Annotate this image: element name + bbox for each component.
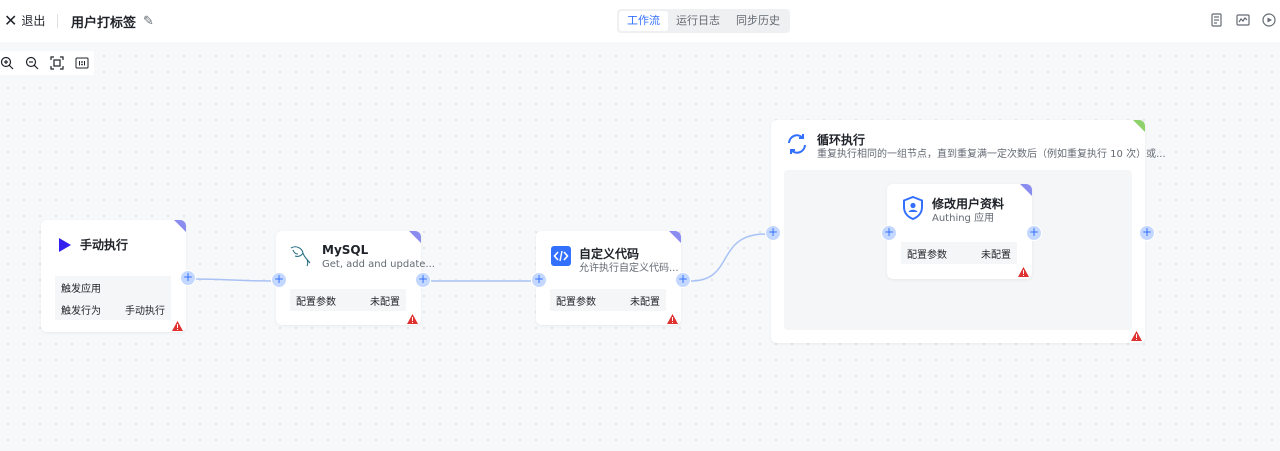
add-node-button[interactable]: + (1026, 225, 1042, 241)
zoom-toolbar (0, 51, 94, 75)
node-corner-mark (1133, 120, 1145, 132)
node-subtitle: Get, add and update... (322, 259, 435, 270)
toolbar-right (1210, 13, 1276, 27)
monitor-icon[interactable] (1236, 13, 1250, 27)
node-subtitle: Authing 应用 (932, 213, 995, 224)
fit-view-icon[interactable] (50, 56, 64, 70)
warning-icon (1131, 331, 1142, 341)
input-port-button[interactable]: + (765, 225, 781, 241)
param-row[interactable]: 配置参数 未配置 (550, 289, 666, 311)
close-icon: ✕ (4, 10, 18, 30)
node-corner-mark (409, 231, 421, 243)
warning-icon (172, 321, 183, 331)
exit-label: 退出 (21, 14, 46, 28)
trigger-node[interactable]: 手动执行 触发应用 触发行为 手动执行 (41, 220, 186, 332)
add-node-button[interactable]: + (415, 272, 431, 288)
param-label: 触发行为 (61, 305, 101, 317)
add-node-button[interactable]: + (675, 272, 691, 288)
play-circle-icon[interactable] (1262, 13, 1276, 27)
param-row[interactable]: 配置参数 未配置 (290, 289, 406, 311)
param-value: 未配置 (370, 296, 400, 308)
document-icon[interactable] (1210, 13, 1224, 27)
workflow-title: 用户打标签 (71, 16, 137, 31)
node-title: 自定义代码 (579, 247, 640, 261)
input-port-button[interactable]: + (881, 225, 897, 241)
node-corner-mark (174, 220, 186, 232)
view-tabs: 工作流 运行日志 同步历史 (617, 9, 790, 33)
node-corner-mark (1020, 184, 1032, 196)
param-label: 配置参数 (907, 249, 947, 261)
param-label: 配置参数 (296, 296, 336, 308)
tab-sync-history[interactable]: 同步历史 (736, 14, 780, 27)
edge-code-loop (690, 233, 767, 282)
node-title: 循环执行 (817, 133, 866, 147)
shield-user-icon (903, 195, 923, 221)
code-icon (551, 246, 571, 266)
edge-trigger-mysql (194, 278, 272, 282)
param-value: 手动执行 (125, 305, 165, 317)
edit-icon[interactable]: ✎ (143, 14, 154, 29)
actual-size-icon[interactable] (75, 56, 89, 70)
zoom-out-icon[interactable] (25, 56, 39, 70)
mysql-node[interactable]: MySQL Get, add and update... 配置参数 未配置 (276, 231, 435, 325)
tab-workflow[interactable]: 工作流 (619, 11, 668, 31)
custom-code-node[interactable]: 自定义代码 允许执行自定义代码... 配置参数 未配置 (536, 231, 681, 325)
node-corner-mark (669, 231, 681, 243)
warning-icon (667, 314, 678, 324)
play-icon (59, 238, 71, 252)
node-header: 修改用户资料 Authing 应用 (902, 195, 1032, 226)
node-title: 修改用户资料 (932, 197, 1005, 211)
mysql-dolphin-icon (290, 246, 311, 267)
node-header: MySQL Get, add and update... (288, 242, 435, 272)
warning-icon (407, 314, 418, 324)
top-bar: ✕ 退出 用户打标签 ✎ 工作流 运行日志 同步历史 (0, 0, 1280, 42)
add-node-button[interactable]: + (180, 270, 196, 286)
param-value: 未配置 (981, 249, 1011, 261)
divider (57, 14, 58, 28)
add-node-button[interactable]: + (1139, 225, 1155, 241)
node-subtitle: 允许执行自定义代码... (579, 263, 679, 274)
param-value: 未配置 (630, 296, 660, 308)
node-header: 手动执行 (58, 237, 128, 253)
input-port-button[interactable]: + (531, 272, 547, 288)
param-label: 触发应用 (61, 283, 101, 295)
node-header: 循环执行 重复执行相同的一组节点，直到重复满一定次数后（例如重复执行 10 次）… (785, 132, 1166, 162)
param-row[interactable]: 配置参数 未配置 (901, 242, 1017, 264)
exit-button[interactable]: ✕ 退出 (4, 12, 45, 29)
param-row[interactable]: 触发应用 (55, 276, 171, 298)
node-subtitle: 重复执行相同的一组节点，直到重复满一定次数后（例如重复执行 10 次）或... (817, 149, 1166, 160)
node-title: MySQL (322, 243, 369, 257)
param-row[interactable]: 触发行为 手动执行 (55, 298, 171, 320)
warning-icon (1018, 267, 1029, 277)
loop-icon (788, 134, 806, 154)
tab-run-logs[interactable]: 运行日志 (676, 14, 720, 27)
node-title: 手动执行 (80, 238, 129, 252)
modify-profile-node[interactable]: 修改用户资料 Authing 应用 配置参数 未配置 (887, 184, 1032, 279)
node-header: 自定义代码 允许执行自定义代码... (551, 246, 679, 276)
zoom-in-icon[interactable] (0, 56, 14, 70)
param-label: 配置参数 (556, 296, 596, 308)
input-port-button[interactable]: + (271, 272, 287, 288)
